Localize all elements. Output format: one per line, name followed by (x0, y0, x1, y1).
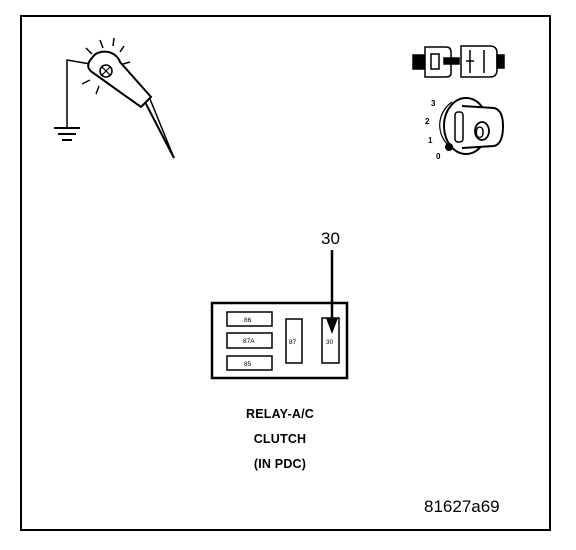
relay-terminal-85-label: 85 (244, 361, 252, 368)
relay-terminal-87a-cavity (226, 332, 273, 349)
caption-line-1: RELAY-A/C (245, 407, 315, 421)
ignition-position-2: 2 (425, 117, 430, 126)
callout-arrow (326, 250, 338, 334)
ignition-key-off-icon (439, 97, 505, 155)
figure-id: 81627a69 (424, 497, 500, 516)
test-light-to-ground-icon (54, 37, 175, 159)
ignition-position-1: 1 (428, 136, 433, 145)
connector-disconnected-icon (412, 45, 505, 78)
ignition-position-0: 0 (436, 152, 441, 161)
relay-terminal-87-label: 87 (289, 339, 297, 346)
relay-a-c-clutch (210, 301, 349, 380)
relay-terminal-86-label: 86 (244, 317, 252, 324)
caption-line-3: (IN PDC) (253, 457, 307, 471)
caption-line-2: CLUTCH (253, 432, 307, 446)
relay-terminal-30-label: 30 (326, 339, 334, 346)
ignition-position-3: 3 (431, 99, 436, 108)
relay-terminal-85-cavity (226, 355, 273, 371)
relay-terminal-87-cavity (285, 318, 303, 364)
relay-terminal-87a-label: 87A (243, 338, 255, 345)
ignition-key-label: 0 (475, 123, 484, 142)
relay-terminal-86-cavity (226, 311, 273, 327)
callout-terminal-label: 30 (321, 229, 340, 248)
